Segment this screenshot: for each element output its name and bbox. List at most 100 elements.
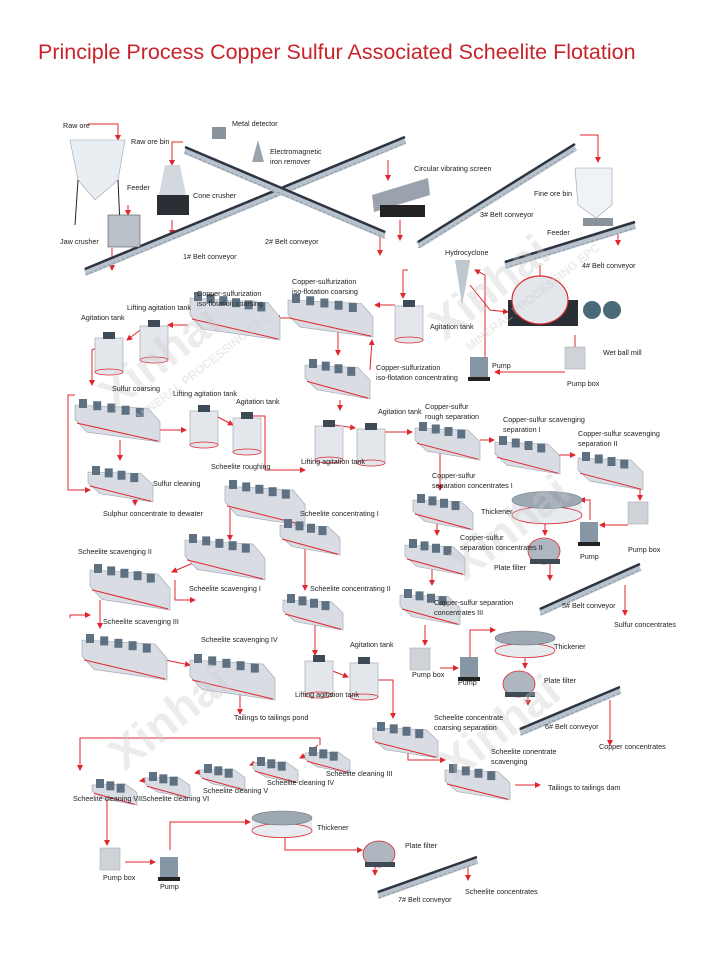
thickener	[251, 810, 313, 838]
equipment-label: Copper-sulfur scavenging separation II	[578, 429, 660, 448]
equipment-label: Scheelite cleaning VI	[142, 794, 210, 803]
belt-conveyor	[415, 142, 578, 249]
thickener	[494, 630, 556, 658]
equipment-label: Scheelite scavenging II	[78, 547, 152, 556]
equipment-label: Pump	[160, 882, 179, 891]
equipment-label: Copper-sulfurization iso-flotation coars…	[197, 289, 263, 308]
agitation-tank	[232, 412, 262, 456]
equipment-label: Lifting agitation tank	[295, 690, 359, 699]
flow-arrow	[174, 580, 196, 603]
equipment-label: Pump box	[567, 379, 600, 388]
equipment-label: Copper-sulfur scavenging separation I	[503, 415, 585, 434]
belt-conveyor	[183, 145, 387, 239]
pump	[468, 357, 490, 381]
belt-conveyor	[83, 135, 407, 276]
equipment-label: Plate filter	[544, 676, 576, 685]
equipment-label: Copper-sulfurization iso-flotation conce…	[376, 363, 458, 382]
equipment-label: Feeder	[547, 228, 570, 237]
equipment-label: Scheelite concentrating II	[310, 584, 391, 593]
flotation-cell	[577, 452, 644, 491]
equipment-label: Pump	[580, 552, 599, 561]
flotation-cell	[399, 589, 461, 626]
pump-box	[99, 847, 121, 871]
equipment-label: Fine ore bin	[534, 189, 572, 198]
flow-arrow	[77, 737, 321, 771]
flotation-cell	[252, 757, 299, 784]
flotation-cell	[304, 359, 371, 400]
equipment-label: Sulfur cleaning	[153, 479, 201, 488]
feeder	[583, 218, 613, 226]
agitation-tank	[349, 657, 379, 701]
jaw-crusher	[107, 214, 141, 248]
equipment-label: Electromagnetic iron remover	[270, 147, 322, 166]
flotation-cell	[189, 292, 281, 341]
equipment-label: Scheelite cleaning V	[203, 786, 269, 795]
equipment-label: 5# Belt conveyor	[562, 601, 616, 610]
flotation-cell	[87, 466, 154, 503]
equipment-label: Agitation tank	[236, 397, 280, 406]
agitation-tank	[189, 405, 219, 449]
flow-arrow	[580, 134, 601, 163]
flotation-cell	[184, 534, 266, 581]
flotation-cell	[89, 564, 171, 611]
equipment-label: Scheelite concentrates	[465, 887, 538, 896]
flotation-cell	[287, 294, 374, 338]
equipment-label: Scheelite concentrating I	[300, 509, 379, 518]
equipment-label: Circular vibrating screen	[414, 164, 492, 173]
equipment-label: Lifting agitation tank	[173, 389, 237, 398]
belt-conveyor	[376, 855, 479, 899]
equipment-label: Agitation tank	[350, 640, 394, 649]
equipment-label: Raw ore	[63, 121, 90, 130]
equipment-label: Thickener	[554, 642, 586, 651]
equipment-label: Scheelite conentrate scavenging	[491, 747, 557, 766]
equipment-label: Pump box	[628, 545, 661, 554]
flotation-cell	[279, 519, 341, 556]
equipment-label: Scheelite concentrate coarsing separatio…	[434, 713, 504, 732]
page-title: Principle Process Copper Sulfur Associat…	[38, 40, 636, 64]
flow-arrow	[334, 424, 356, 431]
pump-box	[409, 647, 431, 671]
flow-arrow	[169, 141, 183, 166]
flotation-cell	[74, 399, 161, 443]
equipment-label: Scheelite scavenging III	[103, 617, 179, 626]
electromagnetic-iron-remover	[252, 140, 264, 162]
equipment-label: Jaw crusher	[60, 237, 99, 246]
flow-arrow	[368, 339, 375, 371]
equipment-label: Lifting agitation tank	[127, 303, 191, 312]
flow-arrow	[469, 627, 496, 660]
flow-arrow	[67, 394, 91, 493]
flotation-cell	[282, 594, 344, 631]
equipment-label: Agitation tank	[378, 407, 422, 416]
thickener	[511, 491, 583, 525]
flotation-cell	[444, 764, 511, 801]
metal-detector	[212, 127, 226, 139]
equipment-label: Tailings to tailings dam	[548, 783, 621, 792]
flow-arrow	[474, 269, 486, 360]
flow-arrow	[169, 819, 251, 850]
equipment-label: Plate filter	[494, 563, 526, 572]
agitation-tank	[304, 655, 334, 699]
equipment-label: Copper concentrates	[599, 742, 666, 751]
equipment-label: 4# Belt conveyor	[582, 261, 636, 270]
agitation-tank	[94, 332, 124, 376]
flow-arrow	[400, 269, 408, 299]
equipment-label: 1# Belt conveyor	[183, 252, 237, 261]
raw-ore-bin	[69, 139, 126, 226]
equipment-label: Pump	[458, 678, 477, 687]
belt-conveyor	[538, 562, 642, 616]
equipment-label: 2# Belt conveyor	[265, 237, 319, 246]
pump-box	[627, 501, 649, 525]
equipment-label: Thickener	[317, 823, 349, 832]
equipment-label: Agitation tank	[81, 313, 125, 322]
cone-crusher	[157, 165, 189, 215]
plate-filter	[502, 670, 536, 698]
flow-arrow	[217, 416, 234, 426]
equipment-label: Copper-sulfurization iso-flotation coars…	[292, 277, 358, 296]
equipment-label: Tailings to tailings pond	[234, 713, 309, 722]
equipment-label: Cone crusher	[193, 191, 237, 200]
flow-arrow	[164, 659, 191, 667]
equipment-label: 6# Belt conveyor	[545, 722, 599, 731]
flow-arrow	[284, 835, 363, 853]
flotation-cell	[412, 494, 474, 531]
